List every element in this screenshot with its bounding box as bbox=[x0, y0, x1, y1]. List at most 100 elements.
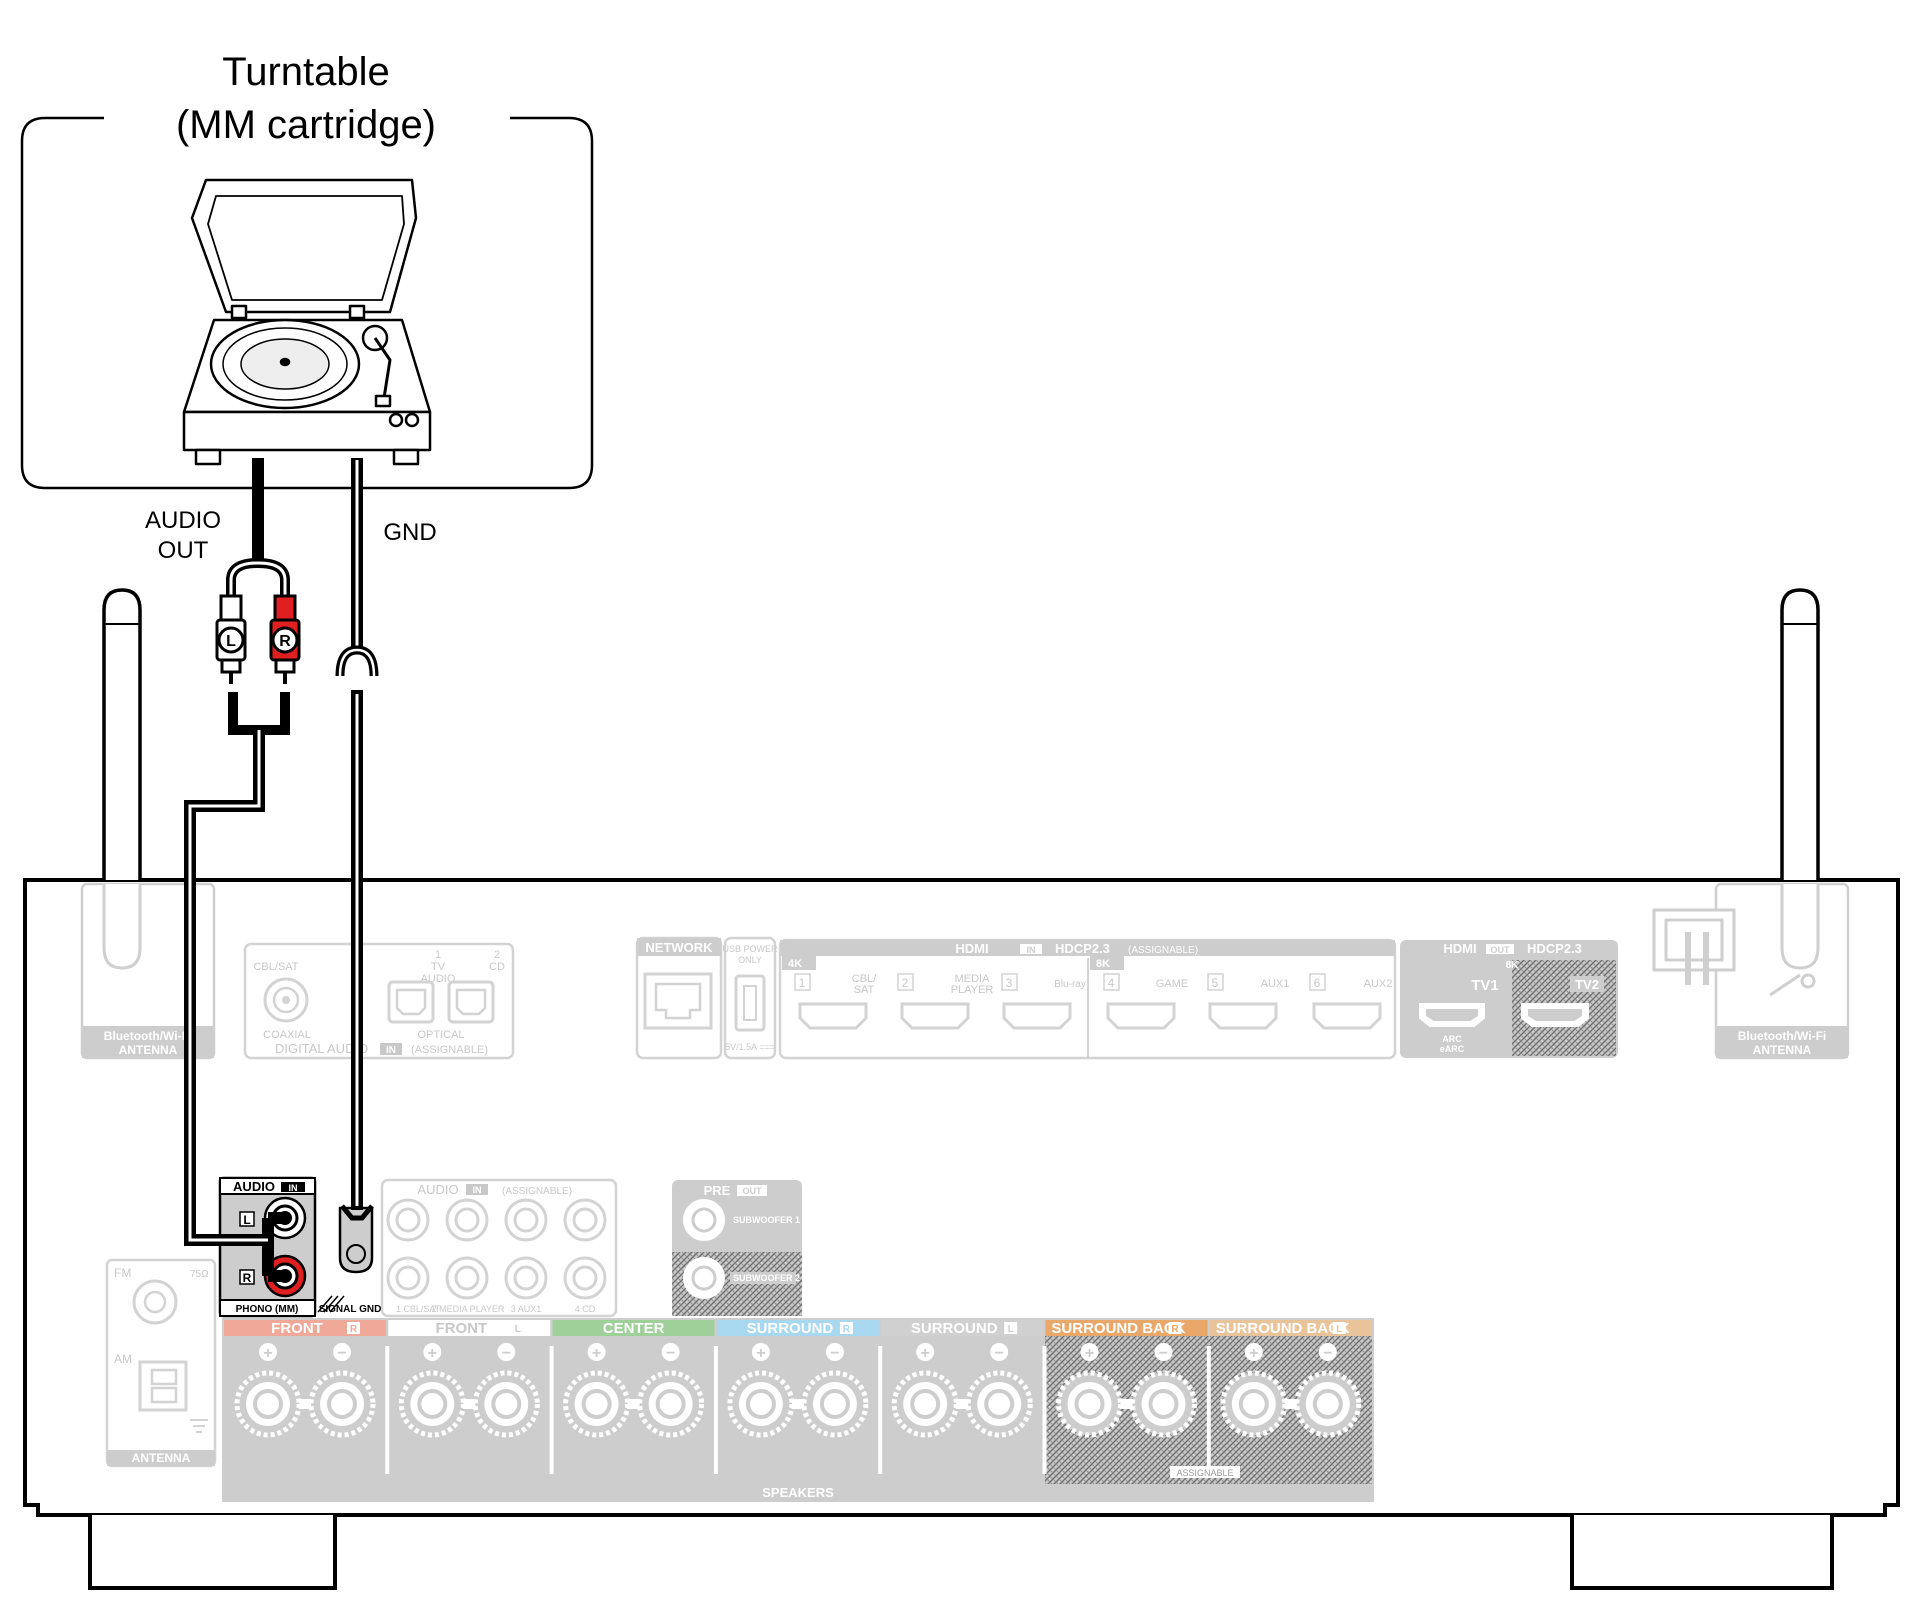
speaker-header-front-r bbox=[224, 1320, 386, 1336]
bt-antenna-right-label-bg bbox=[1716, 1026, 1848, 1058]
audio-cable-split bbox=[226, 557, 290, 600]
speaker-minus-marker-surround-r bbox=[825, 1343, 844, 1361]
optical-jack-1 bbox=[387, 980, 435, 1024]
speaker-minus-sign-surround-back-r: − bbox=[1159, 1345, 1168, 1362]
hdmi-in-label-1b: SAT bbox=[854, 984, 875, 996]
hdmi-in-hdcp: HDCP2.3 bbox=[1055, 941, 1110, 956]
speaker-plus-marker-front-l bbox=[423, 1343, 442, 1361]
speaker-bridge-surround-r bbox=[760, 1399, 835, 1409]
phono-in-text: IN bbox=[289, 1183, 298, 1193]
audio-in-assignable-frame bbox=[380, 1178, 618, 1318]
digital-audio-footer: DIGITAL AUDIO bbox=[275, 1041, 368, 1056]
subwoofer-2-jack-inner bbox=[691, 1265, 717, 1291]
speaker-terminal-plus-hole-surround-back-l bbox=[1238, 1389, 1269, 1419]
speaker-terminal-minus-hole-surround-back-r bbox=[1148, 1389, 1179, 1419]
am-terminal-clip-1 bbox=[150, 1368, 178, 1386]
signal-gnd-ground-icon bbox=[317, 1295, 345, 1313]
speaker-name-front-l: FRONT bbox=[435, 1320, 487, 1337]
gnd-spade-bottom bbox=[340, 1204, 374, 1221]
speaker-side-surround-l: L bbox=[1008, 1324, 1014, 1335]
speaker-side-surround-r: R bbox=[843, 1324, 851, 1335]
hdmi-out-tv2-socket-inner bbox=[1528, 1009, 1582, 1021]
digital-audio-in-badge bbox=[380, 1043, 402, 1055]
rca-jack-3-bottom-inner bbox=[513, 1265, 539, 1291]
phono-l-label: L bbox=[243, 1213, 250, 1227]
optical-jack-2-shape bbox=[455, 988, 487, 1016]
fm-ohm-label: 75Ω bbox=[190, 1269, 209, 1280]
coaxial-jack-pin bbox=[282, 996, 290, 1004]
speaker-side-box-front-r bbox=[347, 1322, 360, 1334]
rca-jack-2-top-inner bbox=[454, 1207, 480, 1233]
bt-antenna-left-label-1: Bluetooth/Wi-Fi bbox=[104, 1029, 193, 1043]
speaker-terminal-plus-cap-surround-back-r bbox=[1067, 1382, 1112, 1426]
optical-tv-num: 1 bbox=[435, 949, 441, 961]
speaker-minus-sign-surround-l: − bbox=[995, 1345, 1004, 1362]
hdmi-in-label-5: AUX1 bbox=[1261, 978, 1290, 990]
rca-jack-2-bottom-inner bbox=[454, 1265, 480, 1291]
rca-plug-left: L bbox=[215, 594, 247, 684]
hdmi-in-num-box-6 bbox=[1309, 973, 1326, 991]
speaker-terminal-minus-hole-surround-back-l bbox=[1312, 1389, 1343, 1419]
tonearm bbox=[373, 337, 392, 399]
audio-cable-split-core bbox=[229, 561, 287, 600]
rca-plug-right-boot bbox=[273, 594, 297, 624]
bt-antenna-left-icon bbox=[102, 588, 142, 880]
phono-in-badge bbox=[281, 1182, 305, 1192]
speaker-terminal-plus-cap-surround-l bbox=[903, 1382, 948, 1426]
speaker-side-front-r: R bbox=[350, 1324, 358, 1335]
rca-plug-right-collar bbox=[274, 658, 296, 674]
speaker-header-surround-r bbox=[716, 1320, 879, 1336]
turntable-lid-inner bbox=[207, 195, 405, 301]
phono-header: AUDIO bbox=[233, 1179, 275, 1194]
turntable-hinge-left bbox=[230, 304, 248, 320]
subwoofer-2-jack bbox=[683, 1257, 725, 1299]
hdmi-in-port-6: 6 AUX2 bbox=[1309, 973, 1392, 1030]
speaker-terminal-plus-hole-front-r bbox=[253, 1389, 283, 1419]
hdmi-in-num-box-1 bbox=[794, 973, 811, 991]
usb-rating: 5V/1.5A === bbox=[725, 1042, 775, 1052]
hdmi-in-socket-4 bbox=[1106, 1002, 1176, 1030]
turntable-plinth-front bbox=[182, 410, 432, 452]
turntable-hinge-right bbox=[348, 304, 366, 320]
speaker-minus-marker-surround-back-r bbox=[1154, 1343, 1173, 1361]
receiver-foot-left bbox=[88, 1515, 337, 1590]
fm-jack-inner bbox=[143, 1290, 167, 1314]
hdmi-in-num-box-3 bbox=[1001, 973, 1018, 991]
hdmi-out-badge-text: OUT bbox=[1491, 945, 1511, 955]
am-terminal-clip-2 bbox=[150, 1386, 178, 1404]
power-inlet bbox=[1652, 908, 1736, 985]
turntable-foot-left bbox=[194, 448, 222, 466]
speaker-header-surround-back-l bbox=[1209, 1320, 1372, 1336]
phono-footer-bg bbox=[219, 1299, 316, 1317]
speaker-minus-marker-surround-l bbox=[990, 1343, 1009, 1361]
pre-out-header: PRE bbox=[704, 1183, 731, 1198]
optical-jack-1-shape bbox=[395, 988, 427, 1016]
speaker-minus-sign-front-l: − bbox=[502, 1345, 511, 1362]
fm-am-antenna-block: FM 75Ω AM ANTENNA bbox=[105, 1258, 217, 1468]
audio-in-assignable-block: AUDIO IN (ASSIGNABLE) 1 CBL/SAT 2 MEDIA … bbox=[380, 1178, 618, 1318]
bt-antenna-left-label-2: ANTENNA bbox=[119, 1043, 178, 1057]
speaker-terminal-minus-cap-center-main bbox=[648, 1382, 693, 1426]
hdmi-in-label-2b: PLAYER bbox=[951, 984, 994, 996]
rca-plug-right-label: R bbox=[279, 633, 291, 650]
hdmi-out-tv2-label-bg bbox=[1570, 976, 1604, 992]
phono-l-badge bbox=[239, 1211, 255, 1227]
speaker-terminal-minus-hole-surround-l bbox=[984, 1389, 1015, 1419]
audio-in-assignable-in-badge bbox=[466, 1184, 488, 1195]
speaker-plus-sign-surround-r: + bbox=[756, 1345, 765, 1362]
phono-l-plug-tip bbox=[278, 1211, 292, 1225]
hdmi-in-block: HDMI IN HDCP2.3 (ASSIGNABLE) 4K 8K 1 CBL… bbox=[778, 938, 1397, 1060]
rca-jack-1-top-inner bbox=[395, 1207, 421, 1233]
speaker-plus-marker-surround-back-l bbox=[1244, 1343, 1263, 1361]
network-label: NETWORK bbox=[645, 940, 713, 955]
speaker-terminal-minus-hole-front-r bbox=[327, 1389, 357, 1419]
turntable-platter-ring bbox=[222, 327, 348, 401]
speaker-side-box-surround-l bbox=[1004, 1322, 1018, 1334]
hdmi-out-badge bbox=[1486, 944, 1514, 954]
speaker-minus-sign-center-main: − bbox=[666, 1345, 675, 1362]
speaker-terminal-plus-hole-surround-l bbox=[910, 1389, 941, 1419]
